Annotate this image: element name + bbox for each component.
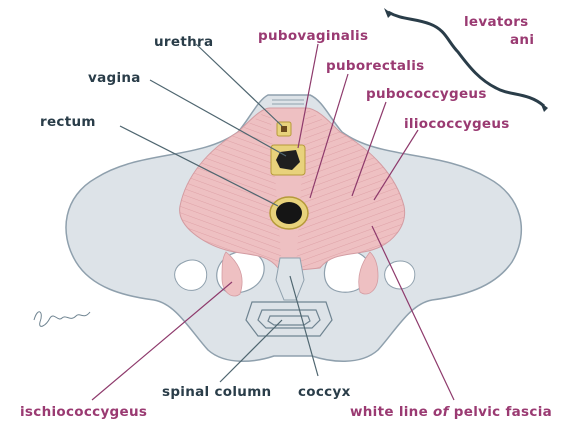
label-white-line: white line of pelvic fascia xyxy=(350,404,552,420)
label-levators: levators xyxy=(464,14,529,30)
label-white-line-suffix: pelvic fascia xyxy=(449,404,552,420)
label-iliococcygeus: iliococcygeus xyxy=(404,116,510,132)
label-puborectalis: puborectalis xyxy=(326,58,424,74)
label-pubococcygeus: pubococcygeus xyxy=(366,86,487,102)
left-ilium-hole xyxy=(175,260,207,290)
label-ischiococcygeus: ischiococcygeus xyxy=(20,404,147,420)
label-vagina: vagina xyxy=(88,70,141,86)
leader-urethra xyxy=(196,44,282,126)
label-white-line-prefix: white line xyxy=(350,404,433,420)
spinal-column-bone xyxy=(246,302,332,336)
label-rectum: rectum xyxy=(40,114,96,130)
label-pubovaginalis: pubovaginalis xyxy=(258,28,368,44)
label-spinal-column: spinal column xyxy=(162,384,271,400)
label-coccyx: coccyx xyxy=(298,384,351,400)
artist-signature xyxy=(34,312,90,327)
label-urethra: urethra xyxy=(154,34,213,50)
label-ani: ani xyxy=(510,32,534,48)
